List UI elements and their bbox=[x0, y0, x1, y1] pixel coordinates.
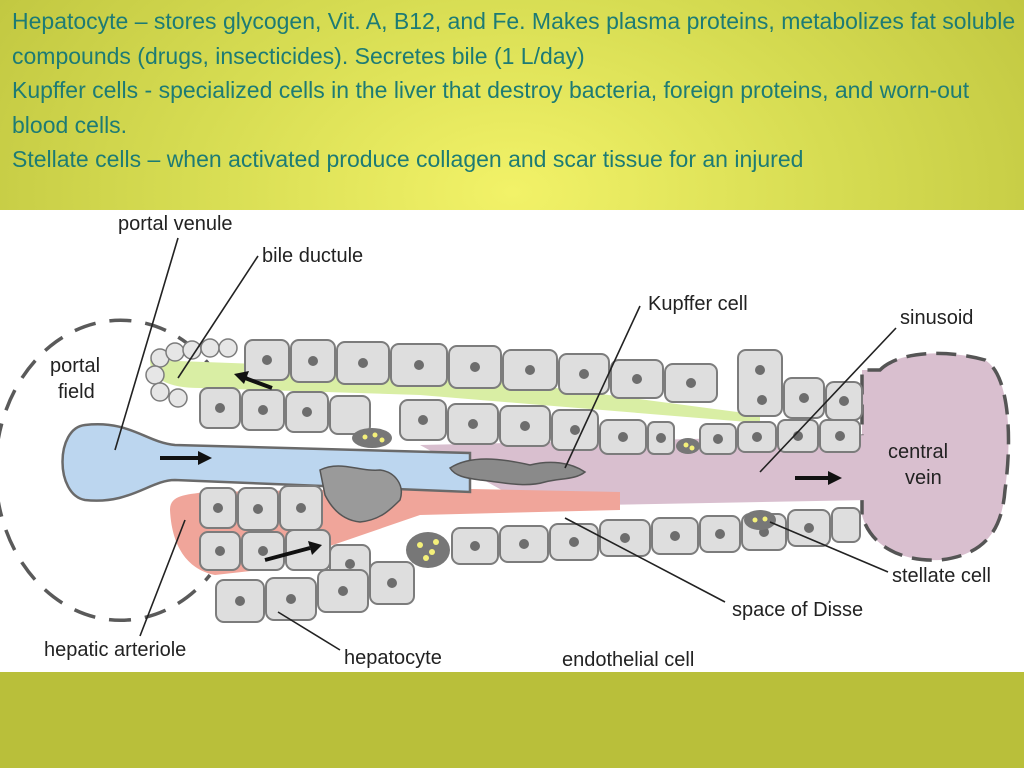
central-vein bbox=[860, 351, 1011, 562]
label-portal-venule: portal venule bbox=[118, 213, 233, 235]
hepatocyte-paragraph: Hepatocyte – stores glycogen, Vit. A, B1… bbox=[12, 8, 1016, 69]
label-central-vein-2: vein bbox=[905, 467, 942, 489]
kupffer-paragraph: Kupffer cells - specialized cells in the… bbox=[12, 77, 970, 138]
label-portal-field-2: field bbox=[58, 381, 95, 403]
label-hepatic-arteriole: hepatic arteriole bbox=[44, 639, 186, 661]
label-portal-field-1: portal bbox=[50, 355, 100, 377]
label-stellate-cell: stellate cell bbox=[892, 565, 991, 587]
portal-field-boundary bbox=[0, 318, 237, 622]
label-sinusoid: sinusoid bbox=[900, 307, 973, 329]
label-pointers bbox=[114, 237, 897, 651]
stellate-paragraph: Stellate cells – when activated produce … bbox=[12, 146, 804, 172]
stellate-cells bbox=[352, 428, 776, 568]
label-endothelial-cell: endothelial cell bbox=[562, 649, 694, 671]
bile-ductule-epithelium bbox=[145, 338, 238, 408]
label-space-of-disse: space of Disse bbox=[732, 599, 863, 621]
label-kupffer-cell: Kupffer cell bbox=[648, 293, 748, 315]
liver-lobule-diagram: portal venule bile ductule portal field … bbox=[0, 210, 1024, 672]
kupffer-cell-branch bbox=[319, 465, 402, 523]
flow-arrows bbox=[160, 371, 842, 562]
upper-hepatocyte-plate bbox=[199, 339, 863, 455]
kupffer-cell bbox=[448, 458, 587, 486]
label-central-vein-1: central bbox=[888, 441, 948, 463]
label-hepatocyte: hepatocyte bbox=[344, 647, 442, 669]
slide-text: Hepatocyte – stores glycogen, Vit. A, B1… bbox=[12, 4, 1017, 212]
label-bile-ductule: bile ductule bbox=[262, 245, 363, 267]
